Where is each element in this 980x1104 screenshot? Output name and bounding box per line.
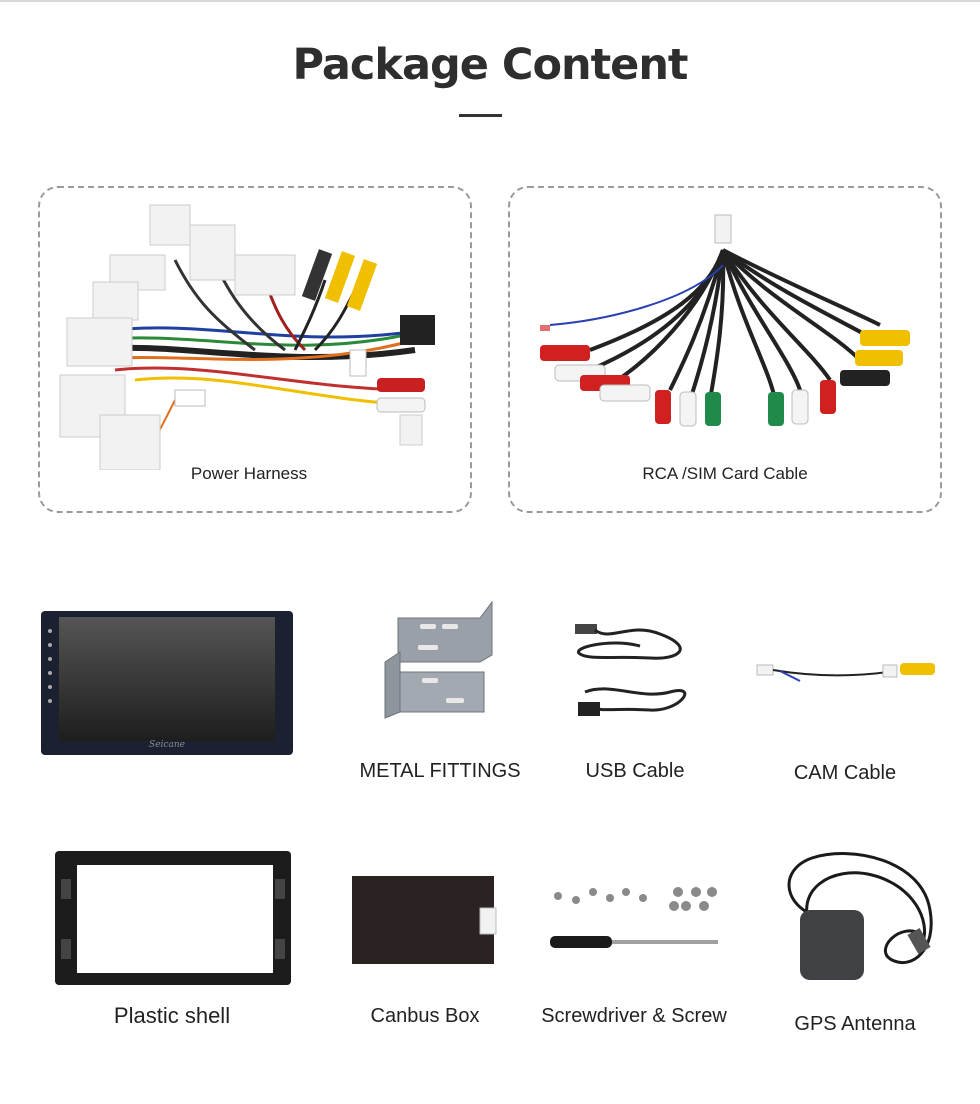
usb-cable-label: USB Cable <box>585 760 685 782</box>
screwdriver-screw-label: Screwdriver & Screw <box>541 1005 727 1027</box>
page-title: Package Content <box>292 40 689 90</box>
power-harness-image <box>55 200 455 470</box>
title-underline <box>459 114 502 117</box>
cam-cable-label: CAM Cable <box>793 762 897 784</box>
gps-antenna-label: GPS Antenna <box>794 1013 916 1035</box>
power-harness-card <box>38 186 472 513</box>
rca-sim-cable-card <box>508 186 942 513</box>
canbus-box-label: Canbus Box <box>370 1005 480 1027</box>
rca-sim-cable-label: RCA /SIM Card Cable <box>642 464 808 483</box>
screwdriver-screw-image <box>548 884 723 954</box>
usb-cable-image <box>570 612 700 722</box>
cam-cable-image <box>755 655 940 687</box>
head-unit-image: Seicane <box>41 611 293 755</box>
plastic-shell-image <box>53 849 293 987</box>
canbus-box-image <box>352 874 498 966</box>
plastic-shell-label: Plastic shell <box>113 1003 231 1028</box>
metal-fittings-image <box>380 600 500 722</box>
gps-antenna-image <box>772 850 947 985</box>
power-harness-label: Power Harness <box>190 464 308 483</box>
metal-fittings-label: METAL FITTINGS <box>359 760 521 782</box>
top-divider <box>0 0 980 2</box>
head-unit-brand: Seicane <box>149 740 185 750</box>
rca-sim-cable-image <box>530 210 930 440</box>
